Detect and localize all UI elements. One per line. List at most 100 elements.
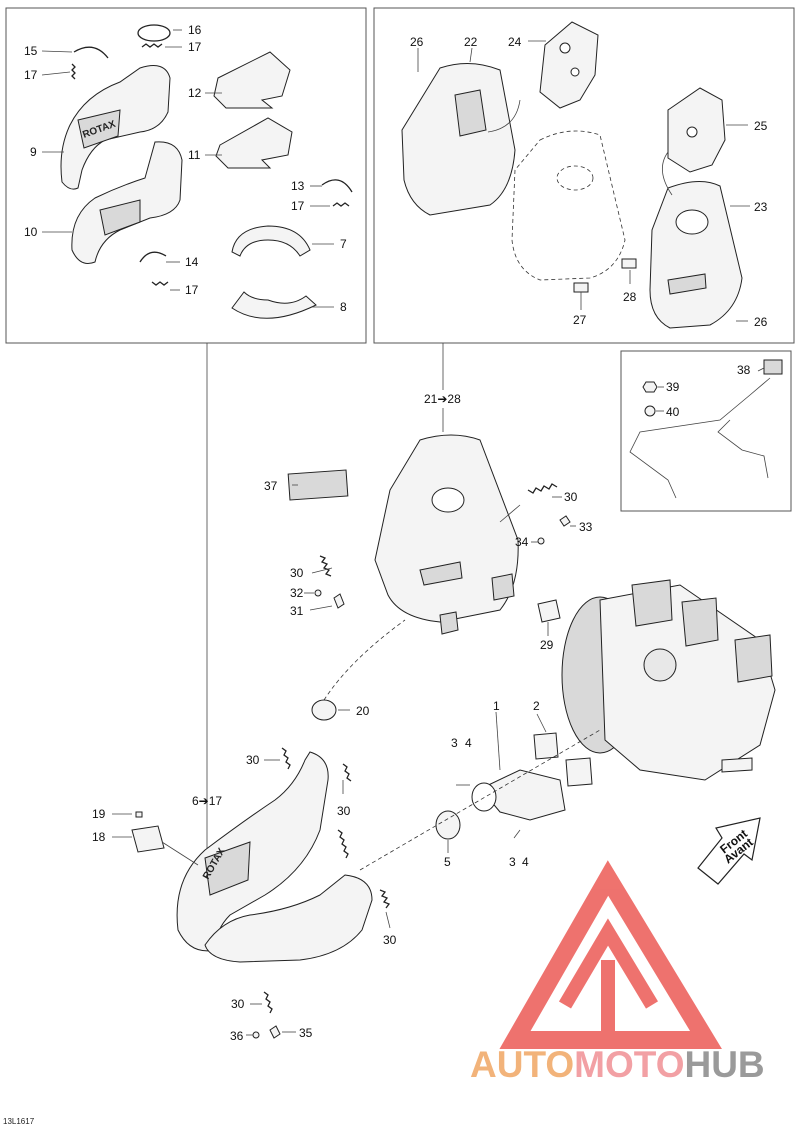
- muffler-cover-22: [401, 63, 516, 216]
- gasket-2a: [533, 732, 559, 760]
- exhaust-manifold: [471, 769, 566, 821]
- callout-30: 30: [231, 997, 245, 1011]
- sensor-frame: [620, 350, 792, 512]
- clamp-13: [321, 179, 353, 193]
- spring-30-pipe-a: [281, 747, 291, 770]
- callout-30: 30: [246, 753, 260, 767]
- seal-5: [435, 810, 461, 840]
- callout-39: 39: [666, 380, 680, 394]
- callout-10: 10: [24, 225, 38, 239]
- callout-27: 27: [573, 313, 587, 327]
- callout-28: 28: [623, 290, 637, 304]
- screw-36: [252, 1031, 260, 1039]
- clip-40: [644, 405, 656, 417]
- top-right-frame: [373, 7, 795, 344]
- callout-26: 26: [754, 315, 768, 329]
- watermark-wordmark: AUTOMOTOHUB: [470, 1044, 800, 1086]
- watermark-logo-icon: [499, 860, 722, 1049]
- callout-8: 8: [340, 300, 347, 314]
- shield-7: [231, 225, 311, 257]
- tuned-pipe-assembly: ROTAX: [176, 751, 373, 963]
- callout-4: 4: [522, 855, 529, 869]
- spring-17d: [151, 281, 169, 286]
- nut-39: [642, 381, 658, 393]
- callout-20: 20: [356, 704, 370, 718]
- gasket-2b: [565, 757, 593, 787]
- clip-31: [333, 593, 345, 609]
- callout-21-28: 21➔28: [424, 392, 461, 406]
- callout-4: 4: [465, 736, 472, 750]
- callout-30: 30: [383, 933, 397, 947]
- callout-13: 13: [291, 179, 305, 193]
- callout-17: 17: [188, 40, 202, 54]
- gasket-25: [667, 87, 726, 173]
- spring-30-pipe-b: [342, 763, 352, 782]
- callout-23: 23: [754, 200, 768, 214]
- spring-17b: [71, 63, 76, 80]
- callout-3: 3: [451, 736, 458, 750]
- bracket-18: [131, 825, 165, 853]
- spring-17c: [332, 202, 350, 207]
- callout-24: 24: [508, 35, 522, 49]
- callout-38: 38: [737, 363, 751, 377]
- clamp-16: [137, 24, 171, 42]
- callout-6-17: 6➔17: [192, 794, 222, 808]
- callout-7: 7: [340, 237, 347, 251]
- screw-19: [135, 811, 143, 818]
- spring-30-bottom: [263, 991, 273, 1014]
- callout-25: 25: [754, 119, 768, 133]
- spring-30-pipe-d: [379, 889, 391, 909]
- spring-17a: [141, 43, 163, 48]
- callout-36: 36: [230, 1029, 244, 1043]
- callout-30: 30: [290, 566, 304, 580]
- callout-22: 22: [464, 35, 478, 49]
- bumper-27: [573, 282, 589, 293]
- callout-2: 2: [533, 699, 540, 713]
- front-arrow: [697, 817, 761, 885]
- callout-26: 26: [410, 35, 424, 49]
- callout-5: 5: [444, 855, 451, 869]
- clip-33: [559, 515, 571, 527]
- sensor-wire-38: [629, 359, 783, 499]
- callout-34: 34: [515, 535, 529, 549]
- top-left-frame: [5, 7, 367, 344]
- label-37: [287, 469, 349, 501]
- ring-20: [311, 699, 337, 721]
- muffler-assembly: [374, 434, 519, 635]
- callout-12: 12: [188, 86, 202, 100]
- callout-40: 40: [666, 405, 680, 419]
- callout-1: 1: [493, 699, 500, 713]
- callout-32: 32: [290, 586, 304, 600]
- brand-part-hub: HUB: [684, 1044, 765, 1085]
- spring-30-pipe-c: [337, 829, 349, 859]
- callout-15: 15: [24, 44, 38, 58]
- spring-30-top: [527, 483, 558, 494]
- callout-29: 29: [540, 638, 554, 652]
- muffler-cover-23: [649, 181, 743, 329]
- callout-30: 30: [337, 804, 351, 818]
- spring-30-left: [319, 555, 332, 577]
- callout-17: 17: [185, 283, 199, 297]
- clip-35: [269, 1025, 281, 1039]
- callout-16: 16: [188, 23, 202, 37]
- engine: [561, 579, 776, 781]
- callout-17: 17: [291, 199, 305, 213]
- tuned-pipe-upper: ROTAX: [60, 65, 171, 190]
- callout-18: 18: [92, 830, 106, 844]
- heat-shield-12: [213, 51, 291, 109]
- callout-35: 35: [299, 1026, 313, 1040]
- heat-shield-11: [215, 117, 293, 169]
- screw-32: [314, 589, 322, 597]
- callout-9: 9: [30, 145, 37, 159]
- connector-29: [537, 599, 561, 623]
- callout-14: 14: [185, 255, 199, 269]
- tuned-pipe-lower: [71, 141, 183, 264]
- brand-part-auto: AUTO: [470, 1044, 575, 1085]
- callout-30: 30: [564, 490, 578, 504]
- screw-34: [537, 537, 545, 545]
- callout-31: 31: [290, 604, 304, 618]
- callout-3: 3: [509, 855, 516, 869]
- callout-17: 17: [24, 68, 38, 82]
- brand-part-moto: MOTO: [574, 1044, 685, 1085]
